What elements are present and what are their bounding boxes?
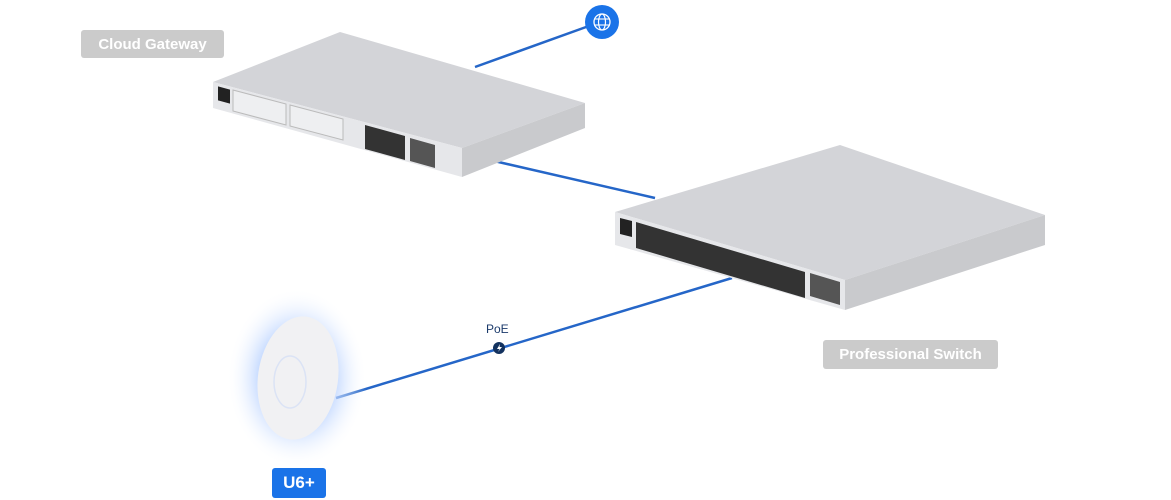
cloud-gateway-label: Cloud Gateway xyxy=(81,30,224,58)
lightning-icon xyxy=(493,342,505,354)
poe-label: PoE xyxy=(486,322,509,336)
access-point-device[interactable] xyxy=(227,288,367,468)
internet-link xyxy=(474,20,601,69)
professional-switch-label: Professional Switch xyxy=(823,340,998,369)
access-point-label: U6+ xyxy=(272,468,326,498)
switch-ap-link xyxy=(335,276,733,400)
professional-switch-device[interactable] xyxy=(615,145,1045,310)
globe-icon[interactable] xyxy=(585,5,619,39)
cloud-gateway-device[interactable] xyxy=(213,32,585,177)
